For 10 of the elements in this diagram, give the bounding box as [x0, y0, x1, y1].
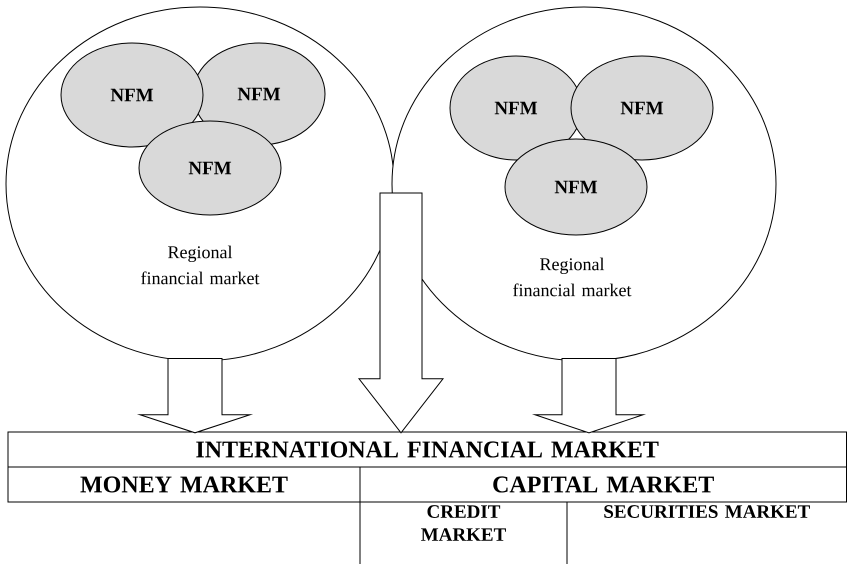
table-cell: CAPITAL MARKET	[360, 466, 847, 502]
region-label: Regional financial market	[513, 258, 632, 296]
table-cell: INTERNATIONAL FINANCIAL MARKET	[8, 431, 847, 468]
block-arrow	[136, 358, 254, 434]
table-cell: SECURITIES MARKET	[604, 505, 810, 518]
region-label: Regional financial market	[141, 246, 260, 284]
table-cell: CREDIT MARKET	[421, 505, 506, 541]
block-arrow	[532, 358, 646, 434]
block-arrow	[358, 192, 444, 434]
table-cell: MONEY MARKET	[8, 466, 360, 502]
